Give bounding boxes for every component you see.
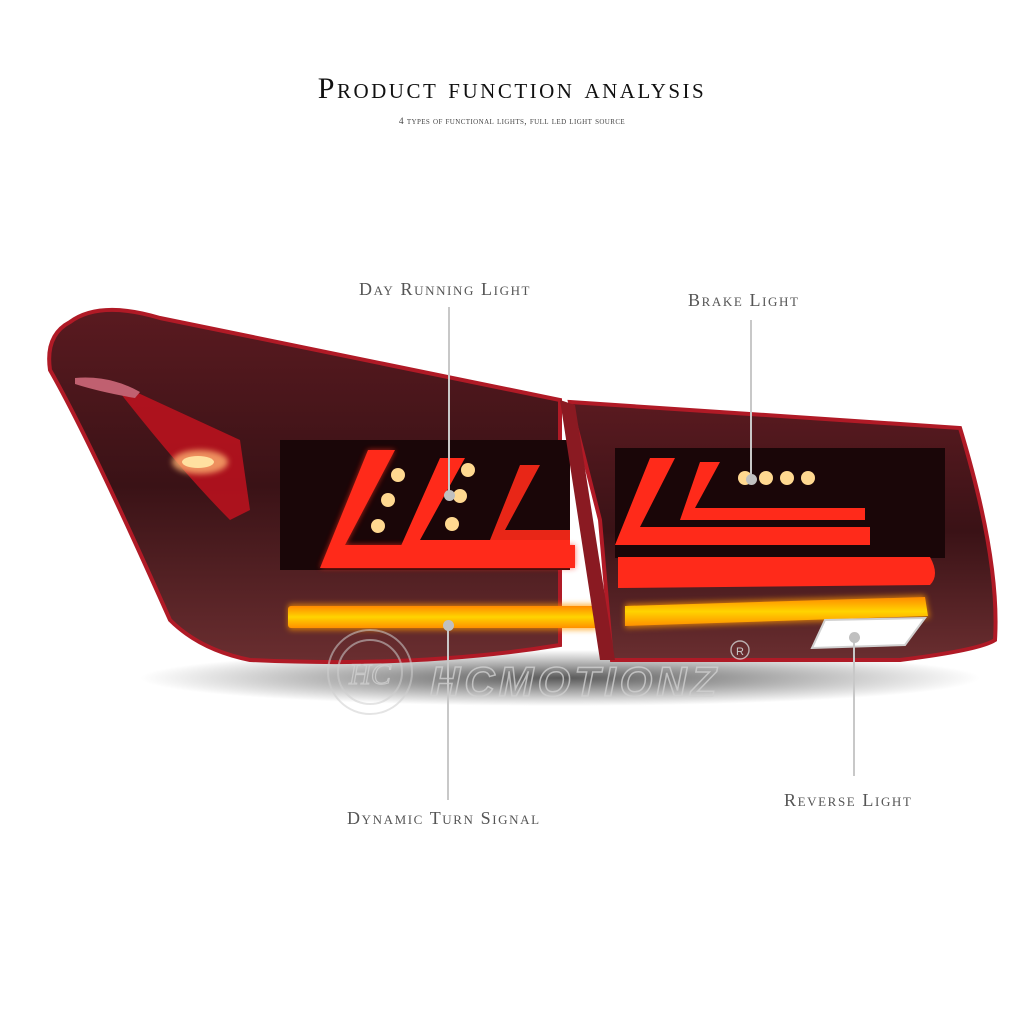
label-brake-light: Brake Light [688, 290, 800, 310]
page-title: Product function analysis [317, 72, 707, 105]
watermark-emblem: HC [348, 658, 392, 691]
leader-dot-drl [444, 490, 455, 501]
watermark [327, 629, 413, 715]
leader-line-turn [447, 625, 449, 800]
inner-light-bars [615, 458, 935, 588]
leader-line-drl [448, 307, 450, 495]
label-dynamic-turn-signal: Dynamic Turn Signal [347, 808, 541, 828]
day-running-light-bars [320, 450, 575, 568]
reverse-light-lens [810, 616, 928, 650]
label-reverse-light: Reverse Light [784, 790, 913, 810]
leader-dot-brake [746, 474, 757, 485]
svg-text:R: R [736, 646, 744, 658]
label-day-running-light: Day Running Light [359, 279, 532, 299]
page-subtitle: 4 types of functional lights, full LED l… [398, 117, 626, 127]
leader-line-brake [750, 320, 752, 480]
drl-led-cluster [371, 463, 475, 533]
leader-line-reverse [853, 638, 855, 776]
leader-dot-reverse [849, 632, 860, 643]
leader-dot-turn [443, 620, 454, 631]
watermark-brand: HCMOTIONZ [430, 658, 720, 705]
